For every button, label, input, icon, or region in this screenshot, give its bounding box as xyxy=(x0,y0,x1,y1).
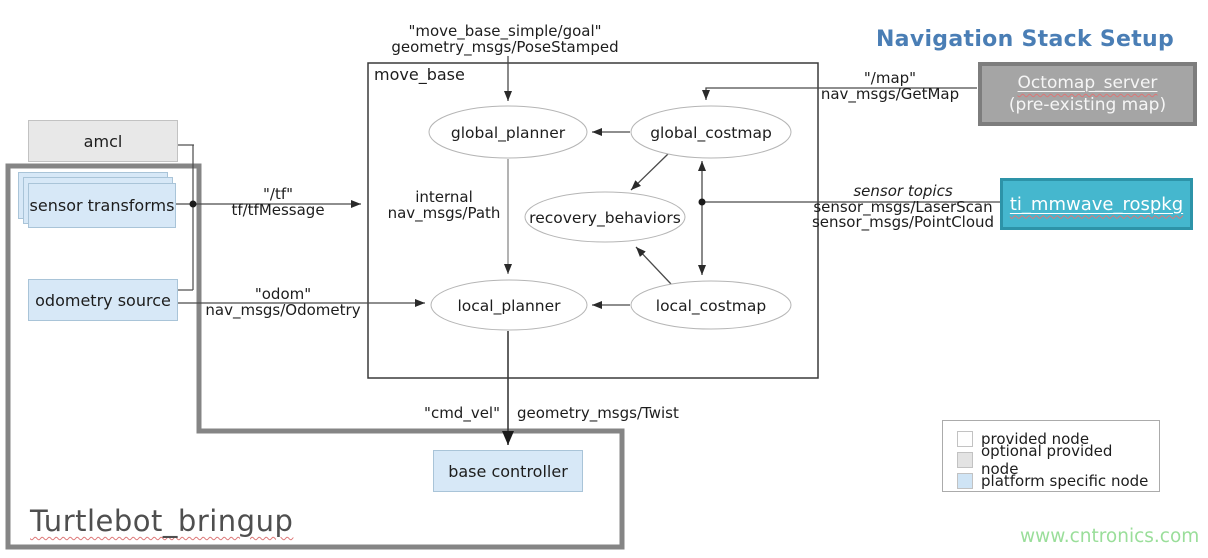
node-global-planner-label: global_planner xyxy=(450,124,566,142)
node-recovery-behaviors-label: recovery_behaviors xyxy=(529,209,681,227)
legend: provided node optional provided node pla… xyxy=(942,420,1160,492)
node-ti-mmwave-rospkg: ti_mmwave_rospkg xyxy=(1000,178,1193,230)
topic-odom-name: "odom" xyxy=(254,285,312,303)
topic-sensor-name: sensor topics xyxy=(853,182,953,200)
topic-cmd-vel-name: "cmd_vel" xyxy=(424,404,500,422)
node-amcl-label: amcl xyxy=(83,131,123,151)
edge-map-octomap-to-global-costmap xyxy=(702,87,977,100)
legend-label-platform: platform specific node xyxy=(981,471,1149,490)
local-costmap-ellipse xyxy=(630,280,792,330)
turtlebot-bringup-label: Turtlebot_bringup xyxy=(30,504,293,538)
node-ti-mmwave-label: ti_mmwave_rospkg xyxy=(1009,193,1184,215)
topic-goal-name: "move_base_simple/goal" xyxy=(408,22,602,40)
node-octomap-server-subtitle: (pre-existing map) xyxy=(1008,95,1167,115)
topic-label-tf: "/tf" tf/tfMessage xyxy=(203,185,353,219)
recovery-behaviors-ellipse xyxy=(524,191,686,243)
node-global-costmap-label: global_costmap xyxy=(650,124,772,142)
topic-label-sensor: sensor topics sensor_msgs/LaserScan sens… xyxy=(803,182,1003,231)
legend-item-platform: platform specific node xyxy=(957,470,1151,491)
node-octomap-server-title: Octomap_server xyxy=(1018,72,1158,94)
node-sensor-transforms: sensor transforms xyxy=(28,183,176,228)
node-base-controller: base controller xyxy=(433,450,583,492)
node-ti-mmwave-label-wrap: ti_mmwave_rospkg xyxy=(1010,194,1183,215)
edge-global-costmap-to-recovery xyxy=(630,153,669,191)
turtlebot-bringup-label-text: Turtlebot_bringup xyxy=(30,504,294,538)
page-title: Navigation Stack Setup xyxy=(875,27,1175,52)
topic-goal-type: geometry_msgs/PoseStamped xyxy=(391,37,619,56)
legend-swatch-provided xyxy=(957,430,973,447)
topic-internal-type: nav_msgs/Path xyxy=(387,203,501,222)
legend-label-provided: provided node xyxy=(981,429,1090,448)
node-base-controller-label: base controller xyxy=(448,461,568,481)
turtlebot-bringup-container-outline xyxy=(5,163,625,550)
topic-map-name: "/map" xyxy=(863,69,917,87)
sensor-topics-junction-dot xyxy=(698,198,706,206)
legend-item-optional: optional provided node xyxy=(957,442,1151,478)
topic-tf-name: "/tf" xyxy=(262,185,293,203)
node-local-planner-label: local_planner xyxy=(457,297,561,315)
legend-item-provided: provided node xyxy=(957,428,1151,449)
topic-sensor-type-laserscan: sensor_msgs/LaserScan xyxy=(813,197,993,216)
topic-odom-type: nav_msgs/Odometry xyxy=(205,300,361,319)
topic-label-internal: internal nav_msgs/Path xyxy=(368,188,520,222)
topic-label-odom: "odom" nav_msgs/Odometry xyxy=(193,285,373,319)
node-local-costmap-label: local_costmap xyxy=(655,297,767,315)
topic-map-type: nav_msgs/GetMap xyxy=(820,84,960,103)
tf-junction-dot xyxy=(189,200,197,208)
topic-sensor-type-pointcloud: sensor_msgs/PointCloud xyxy=(811,213,995,231)
node-octomap-server: Octomap_server (pre-existing map) xyxy=(978,62,1197,126)
node-octomap-server-title-text: Octomap_server xyxy=(1017,73,1158,93)
legend-swatch-platform xyxy=(957,472,973,489)
local-planner-ellipse xyxy=(430,279,588,331)
watermark: www.cntronics.com xyxy=(1020,526,1200,547)
node-odometry-source-label: odometry source xyxy=(35,290,171,310)
global-costmap-ellipse xyxy=(630,105,792,159)
edge-local-costmap-to-recovery xyxy=(635,246,672,285)
topic-label-goal: "move_base_simple/goal" geometry_msgs/Po… xyxy=(355,22,655,56)
topic-internal-name: internal xyxy=(415,188,473,206)
global-planner-ellipse xyxy=(428,105,588,159)
move-base-container-label: move_base xyxy=(374,65,465,84)
node-amcl: amcl xyxy=(28,120,178,162)
topic-label-map: "/map" nav_msgs/GetMap xyxy=(800,69,980,103)
topic-tf-type: tf/tfMessage xyxy=(231,200,325,219)
topic-cmd-vel-type: geometry_msgs/Twist xyxy=(517,404,679,422)
legend-label-optional: optional provided node xyxy=(981,441,1113,478)
node-odometry-source: odometry source xyxy=(28,279,178,321)
node-sensor-transforms-label: sensor transforms xyxy=(29,196,175,215)
legend-swatch-optional xyxy=(957,451,973,468)
